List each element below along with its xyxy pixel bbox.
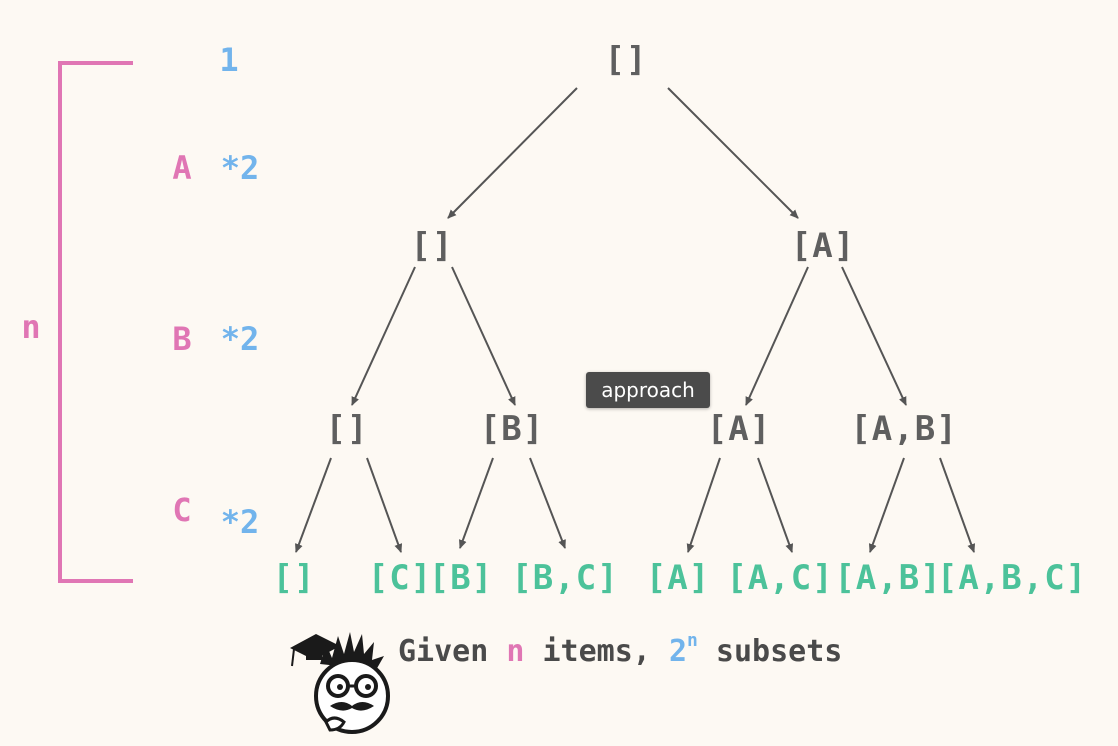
tree-node-l2: [A,B] <box>850 409 958 449</box>
caption-base: 2 <box>668 634 687 669</box>
caption-exponent: n <box>687 630 698 651</box>
tree-leaf: [A,B] <box>834 558 942 598</box>
tree-node-l1: [A] <box>790 226 856 266</box>
item-label-c: C <box>172 491 192 529</box>
item-label-b: B <box>172 320 192 358</box>
edge <box>451 266 516 406</box>
tree-leaf: [] <box>272 558 316 598</box>
caption: Given n items, 2n subsets <box>398 630 843 669</box>
edge <box>757 457 794 553</box>
caption-n: n <box>506 634 525 669</box>
tree-leaf: [A,C] <box>726 558 834 598</box>
caption-power: 2n <box>668 630 698 669</box>
edge <box>366 457 403 553</box>
tree-leaf: [B,C] <box>511 558 619 598</box>
count-start-label: 1 <box>219 41 239 79</box>
n-bracket <box>58 61 133 583</box>
edge <box>529 457 566 549</box>
caption-prefix: Given <box>398 634 489 669</box>
tree-node-l2: [] <box>325 409 369 449</box>
edge <box>939 457 976 553</box>
tree-node-l2: [A] <box>706 409 772 449</box>
tree-leaf: [C] <box>367 558 433 598</box>
edge <box>841 266 907 406</box>
professor-mascot-icon <box>290 632 390 734</box>
approach-tooltip: approach <box>586 372 710 408</box>
caption-middle: items, <box>542 634 651 669</box>
factor-label-c: *2 <box>220 503 260 541</box>
edge <box>686 457 721 553</box>
item-label-a: A <box>172 149 192 187</box>
edge <box>745 266 809 406</box>
edge <box>351 266 416 406</box>
n-label: n <box>21 308 41 346</box>
factor-label-a: *2 <box>220 149 260 187</box>
edge <box>447 87 578 219</box>
edge <box>667 87 799 219</box>
tree-leaf: [A] <box>645 558 711 598</box>
tree-node-root: [] <box>604 40 648 80</box>
edge <box>458 457 494 549</box>
tree-leaf: [B] <box>428 558 494 598</box>
edge <box>868 457 905 553</box>
tree-node-l2: [B] <box>479 409 545 449</box>
factor-label-b: *2 <box>220 320 260 358</box>
edge <box>295 457 332 553</box>
tree-leaf: [A,B,C] <box>936 558 1088 598</box>
tree-node-l1: [] <box>410 226 454 266</box>
caption-suffix: subsets <box>715 634 843 669</box>
